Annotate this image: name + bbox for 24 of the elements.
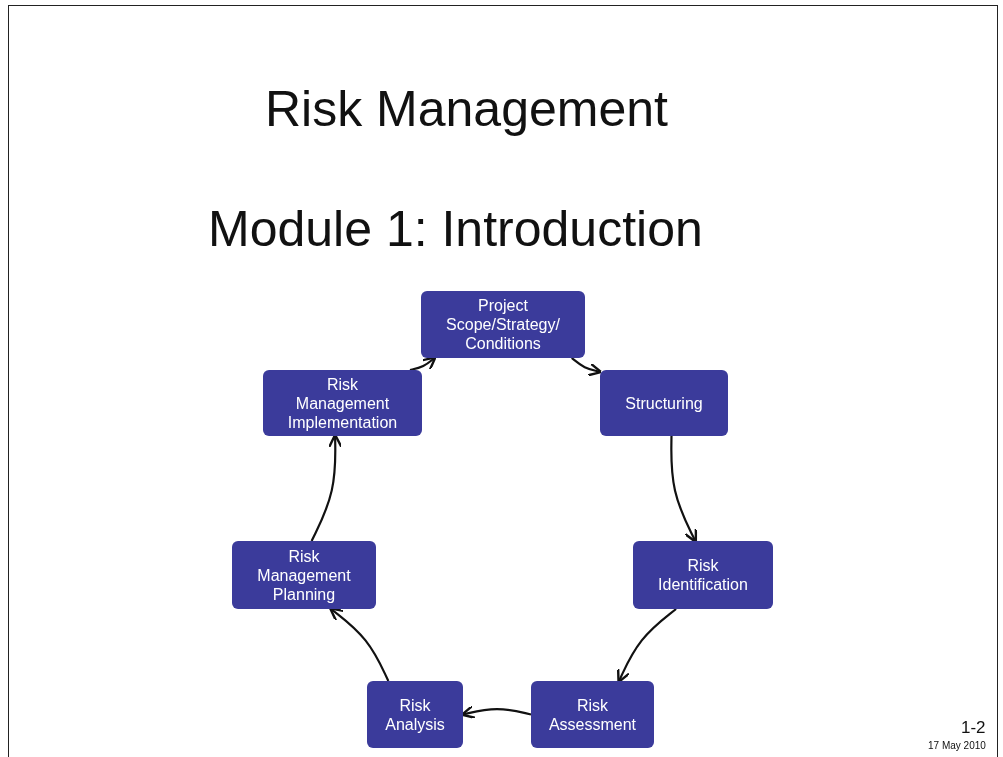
box-label: Risk Management Implementation — [286, 374, 399, 432]
box-label: Risk Identification — [657, 556, 749, 594]
process-box — [633, 541, 773, 609]
date: 17 May 2010 — [928, 740, 986, 751]
arrow — [670, 436, 698, 544]
arrow — [616, 608, 677, 684]
process-box — [421, 291, 585, 358]
arrow — [310, 433, 343, 542]
arrow — [409, 356, 437, 372]
title: Risk Management — [265, 80, 668, 138]
box-label: Risk Management Planning — [256, 546, 352, 604]
subtitle: Module 1: Introduction — [208, 200, 703, 258]
page-number: 1-2 — [961, 718, 986, 738]
box-label: Risk Analysis — [384, 695, 446, 734]
process-box — [367, 681, 463, 748]
process-box — [232, 541, 376, 609]
process-box — [263, 370, 422, 436]
process-box — [600, 370, 728, 436]
arrow — [328, 607, 390, 682]
box-label: Project Scope/Strategy/ Conditions — [445, 296, 561, 353]
box-label: Structuring — [625, 393, 703, 413]
box-label: Risk Assessment — [547, 695, 638, 734]
arrow — [571, 357, 603, 377]
process-box — [531, 681, 654, 748]
